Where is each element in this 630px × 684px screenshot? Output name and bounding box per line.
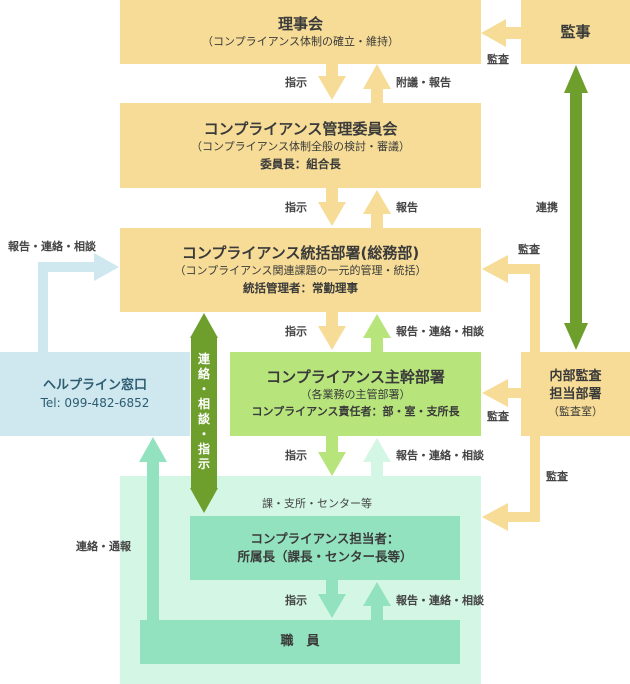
- staff-to-officer-arrow: [363, 582, 391, 620]
- vchar: 示: [197, 457, 210, 471]
- helpline-tel: Tel: 099-482-6852: [40, 396, 150, 410]
- vertical-link-label: 連 絡 ・ 相 談 ・ 指 示: [191, 352, 217, 472]
- label-renkei: 連携: [536, 201, 558, 214]
- general-to-main-arrow: [318, 312, 346, 350]
- label-kansa-main: 監査: [487, 410, 509, 423]
- vchar: ・: [197, 382, 210, 396]
- auditor-to-board-arrow: [481, 19, 522, 47]
- helpline-title: ヘルプライン窓口: [42, 378, 147, 393]
- board-subtitle: （コンプライアンス体制の確立・維持）: [201, 35, 399, 48]
- staff-to-helpline-arrow: [139, 437, 167, 620]
- label-kansa-general: 監査: [518, 243, 540, 256]
- vchar: 相: [197, 397, 210, 411]
- vchar: 連: [197, 352, 210, 366]
- label-shiji-general: 指示: [285, 325, 307, 338]
- officer-box: コンプライアンス担当者： 所属長（課長・センター長等）: [190, 516, 460, 580]
- board-box: 理事会 （コンプライアンス体制の確立・維持）: [120, 0, 481, 64]
- label-kansa-officer: 監査: [546, 470, 568, 483]
- internal-audit-line2: 担当部署: [549, 387, 602, 402]
- vchar: 絡: [197, 367, 210, 381]
- general-dept-subtitle: （コンプライアンス関連課題の一元的管理・統括）: [174, 264, 427, 277]
- internal-audit-line1: 内部監査: [549, 369, 602, 384]
- general-dept-box: コンプライアンス統括部署(総務部) （コンプライアンス関連課題の一元的管理・統括…: [120, 228, 481, 312]
- internal-audit-box: 内部監査 担当部署 （監査室）: [521, 352, 630, 436]
- committee-box: コンプライアンス管理委員会 （コンプライアンス体制全般の検討・審議） 委員長：組…: [120, 103, 481, 188]
- internal-audit-to-officer-arrow: [482, 436, 540, 531]
- label-fugi-houkoku: 附議・報告: [396, 76, 451, 89]
- general-officer-link-arrow: [190, 313, 218, 513]
- label-report-officer: 報告・連絡・相談: [396, 594, 484, 607]
- internal-audit-to-main-arrow: [482, 379, 522, 407]
- general-to-committee-arrow: [363, 190, 391, 228]
- label-shiji-main: 指示: [285, 449, 307, 462]
- label-kansa-board: 監査: [487, 53, 509, 66]
- main-to-general-arrow: [363, 314, 391, 352]
- helpline-box: ヘルプライン窓口 Tel: 099-482-6852: [0, 352, 190, 436]
- committee-chair: 委員長：組合長: [260, 156, 341, 171]
- internal-audit-to-general-arrow: [482, 255, 540, 352]
- label-renraku-tsuho: 連絡・通報: [76, 540, 131, 553]
- auditor-box: 監事: [521, 0, 630, 64]
- main-to-sections-arrow: [318, 436, 346, 476]
- board-to-committee-arrow: [318, 64, 346, 100]
- committee-title: コンプライアンス管理委員会: [203, 119, 398, 138]
- label-report-general: 報告・連絡・相談: [396, 325, 484, 338]
- general-dept-title: コンプライアンス統括部署(総務部): [181, 244, 420, 262]
- label-help-report: 報告・連絡・相談: [8, 240, 96, 253]
- label-shiji-committee: 指示: [285, 201, 307, 214]
- officer-to-staff-arrow: [318, 580, 346, 618]
- staff-title: 職 員: [280, 634, 320, 649]
- sections-to-main-arrow: [363, 438, 391, 476]
- label-report-main: 報告・連絡・相談: [396, 449, 484, 462]
- main-dept-title: コンプライアンス主幹部署: [266, 368, 445, 386]
- helpline-to-general-arrow: [38, 253, 119, 352]
- vchar: 談: [197, 412, 210, 426]
- vchar: ・: [197, 427, 210, 441]
- main-dept-subtitle: （各業務の主管部署）: [300, 388, 411, 401]
- committee-to-board-arrow: [363, 64, 391, 103]
- auditor-internal-audit-link-arrow: [564, 65, 588, 350]
- label-shiji-board: 指示: [285, 76, 307, 89]
- general-dept-manager: 統括管理者：常勤理事: [243, 281, 358, 295]
- board-title: 理事会: [277, 15, 323, 33]
- officer-line2: 所属長（課長・センター長等）: [237, 549, 413, 564]
- staff-box: 職 員: [140, 620, 460, 664]
- label-houkoku-committee: 報告: [396, 201, 418, 214]
- internal-audit-subtitle: （監査室）: [548, 405, 603, 418]
- sections-label: 課・支所・センター等: [262, 497, 372, 510]
- main-dept-box: コンプライアンス主幹部署 （各業務の主管部署） コンプライアンス責任者：部・室・…: [230, 352, 481, 436]
- vchar: 指: [197, 442, 210, 456]
- committee-subtitle: （コンプライアンス体制全般の検討・審議）: [190, 139, 410, 153]
- auditor-title: 監事: [560, 23, 591, 41]
- main-dept-responsible: コンプライアンス責任者：部・室・支所長: [251, 405, 460, 418]
- committee-to-general-arrow: [318, 188, 346, 226]
- label-shiji-officer: 指示: [285, 594, 307, 607]
- officer-line1: コンプライアンス担当者：: [250, 531, 400, 546]
